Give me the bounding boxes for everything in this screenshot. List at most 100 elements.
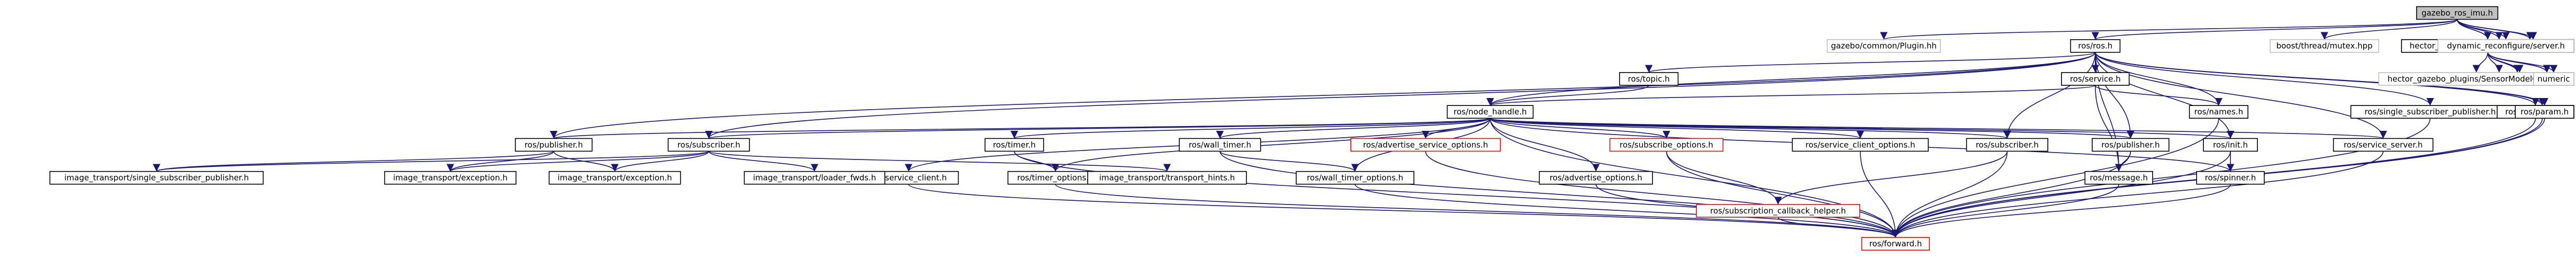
- node-it-exception-1[interactable]: image_transport/exception.h: [384, 171, 517, 185]
- node-ros-init[interactable]: ros/init.h: [2203, 138, 2258, 152]
- edge-hgp_sensor_model-to-sdf_sdf: [2487, 52, 2551, 73]
- node-label: ros/subscribe_options.h: [1620, 140, 1713, 150]
- node-ros-publisher2[interactable]: ros/publisher.h: [2092, 138, 2170, 152]
- node-label: ros/publisher.h: [2101, 140, 2159, 149]
- node-label: numeric: [2537, 74, 2570, 84]
- node-ros-subscribe-options[interactable]: ros/subscribe_options.h: [1609, 138, 1724, 152]
- node-ros-subscription-callback-helper[interactable]: ros/subscription_callback_helper.h: [1696, 204, 1860, 218]
- node-gazebo-ros-imu-h[interactable]: gazebo_ros_imu.h: [2416, 6, 2499, 20]
- edge-ros_node_handle-to-ros_advertise_options: [1489, 118, 1600, 172]
- node-it-single-subscriber-publisher[interactable]: image_transport/single_subscriber_publis…: [49, 171, 264, 185]
- node-label: ros/service.h: [2070, 74, 2121, 84]
- edge-ros_node_handle-to-ros_wall_timer: [1216, 118, 1491, 139]
- node-ros-ros[interactable]: ros/ros.h: [2070, 39, 2121, 53]
- edge-ros_node_handle-to-ros_init: [1489, 118, 2234, 139]
- node-box: [744, 171, 885, 185]
- node-label: ros/publisher.h: [525, 140, 583, 149]
- node-box: [1087, 171, 1247, 185]
- node-box: [2203, 138, 2258, 152]
- node-label: ros/topic.h: [1628, 74, 1670, 84]
- edge-ros_node_handle-to-ros_service_server: [1489, 118, 2387, 139]
- edge-ros_service-to-ros_node_handle: [1487, 85, 2096, 106]
- edge-ros_node_handle-to-ros_forward: [1489, 118, 1900, 238]
- node-label: ros/advertise_service_options.h: [1363, 140, 1488, 150]
- node-it-transport-hints[interactable]: image_transport/transport_hints.h: [1087, 171, 1247, 185]
- edge-ros_single_subscriber_publisher-to-ros_forward: [1892, 118, 2431, 238]
- edge-ros_wall_timer-to-ros_forward: [1219, 151, 1900, 238]
- edge-ros_publisher-to-it_exception_1: [446, 151, 554, 172]
- node-ros-forward[interactable]: ros/forward.h: [1861, 237, 1930, 251]
- node-ros-advertise-service-options[interactable]: ros/advertise_service_options.h: [1350, 138, 1501, 152]
- node-ros-single-subscriber-publisher[interactable]: ros/single_subscriber_publisher.h: [2350, 105, 2510, 119]
- node-label: ros/ros.h: [2078, 41, 2112, 51]
- node-ros-service-client-options[interactable]: ros/service_client_options.h: [1792, 138, 1929, 152]
- node-ros-topic[interactable]: ros/topic.h: [1619, 72, 1679, 86]
- edge-ros_publisher2-to-ros_forward: [1892, 151, 2131, 238]
- node-ros-subscriber[interactable]: ros/subscriber.h: [667, 138, 750, 152]
- node-ros-service[interactable]: ros/service.h: [2061, 72, 2130, 86]
- edge-gazebo_ros_imu_h-to-dynamic_reconfigure_server: [2456, 19, 2510, 40]
- edge-ros_subscribe_options-to-ros_subscription_callback_helper: [1666, 151, 1782, 204]
- node-ros-spinner[interactable]: ros/spinner.h: [2196, 171, 2265, 185]
- node-it-exception-2[interactable]: image_transport/exception.h: [548, 171, 681, 185]
- node-ros-advertise-options[interactable]: ros/advertise_options.h: [1539, 171, 1653, 185]
- edge-ros_timer_options-to-ros_forward: [1055, 184, 1900, 238]
- edge-hgp_sensor_model-to-numeric: [2487, 52, 2558, 73]
- node-label: dynamic_reconfigure/server.h: [2447, 41, 2565, 51]
- node-box: [2515, 105, 2574, 119]
- node-label: gazebo_ros_imu.h: [2421, 8, 2493, 19]
- node-label: ros/wall_timer_options.h: [1307, 173, 1403, 183]
- node-it-loader-fwds[interactable]: image_transport/loader_fwds.h: [744, 171, 885, 185]
- node-ros-subscriber2[interactable]: ros/subscriber.h: [1966, 138, 2048, 152]
- node-box: [1296, 171, 1415, 185]
- node-box: [1619, 72, 1679, 86]
- node-label: ros/timer.h: [993, 140, 1036, 149]
- node-box: [2416, 6, 2499, 20]
- node-ros-names[interactable]: ros/names.h: [2189, 105, 2249, 119]
- node-box: [2070, 39, 2121, 53]
- edge-ros_subscriber-to-it_loader_fwds: [708, 151, 819, 172]
- node-label: ros/names.h: [2194, 107, 2244, 117]
- edge-ros_node_handle-to-ros_subscriber2: [1489, 118, 2011, 139]
- node-label: ros/subscriber.h: [1976, 140, 2039, 149]
- edge-ros_spinner-to-ros_forward: [1892, 184, 2231, 238]
- edge-ros_ros-to-ros_names: [2095, 52, 2223, 106]
- edge-gazebo_ros_imu_h-to-ros_ros: [2092, 19, 2458, 40]
- node-label: ros/advertise_options.h: [1550, 173, 1642, 183]
- node-box: [2189, 105, 2249, 119]
- node-label: ros/node_handle.h: [1453, 107, 1526, 117]
- edge-ros_ros-to-ros_topic: [1645, 51, 2096, 73]
- node-ros-node-handle[interactable]: ros/node_handle.h: [1447, 105, 1534, 119]
- node-ros-wall-timer[interactable]: ros/wall_timer.h: [1179, 138, 1261, 152]
- edge-ros_node_handle-to-ros_publisher2: [1489, 118, 2134, 139]
- edge-ros_service_client_options-to-ros_forward: [1860, 151, 1900, 238]
- node-box: [2270, 39, 2380, 53]
- node-box: [2350, 105, 2510, 119]
- node-numeric: numeric: [2533, 72, 2574, 86]
- node-ros-publisher[interactable]: ros/publisher.h: [514, 138, 593, 152]
- edge-ros_subscriber-to-it_exception_1: [446, 150, 709, 172]
- node-label: hector_gazebo_plugins/SensorModelConfig.…: [2388, 74, 2565, 84]
- nodes-layer: gazebo_ros_imu.h gazebo/common/Plugin.hh r…: [49, 6, 2574, 251]
- edge-ros_service-to-ros_message: [2095, 85, 2123, 172]
- node-gazebo-common-plugin: gazebo/common/Plugin.hh: [1827, 39, 1941, 53]
- node-ros-message[interactable]: ros/message.h: [2084, 171, 2153, 185]
- node-dynamic-reconfigure-server: dynamic_reconfigure/server.h: [2437, 39, 2574, 53]
- node-ros-wall-timer-options[interactable]: ros/wall_timer_options.h: [1296, 171, 1415, 185]
- edge-ros_ros-to-ros_publisher2: [2095, 52, 2135, 139]
- node-box: [1827, 39, 1941, 53]
- node-ros-timer[interactable]: ros/timer.h: [984, 138, 1044, 152]
- node-label: image_transport/single_subscriber_publis…: [64, 173, 249, 183]
- edge-ros_ros-to-ros_param: [2095, 52, 2548, 106]
- node-box: [548, 171, 681, 185]
- node-label: ros/service_client.h: [870, 173, 947, 183]
- edge-ros_node_handle-to-ros_timer: [1010, 118, 1491, 139]
- node-ros-param[interactable]: ros/param.h: [2515, 105, 2574, 119]
- node-box: [2092, 138, 2170, 152]
- edge-gazebo_ros_imu_h-to-std_srvs_empty: [2456, 19, 2537, 40]
- node-label: ros/wall_timer.h: [1189, 140, 1251, 150]
- node-label: ros/timer_options.h: [1017, 173, 1094, 183]
- node-label: image_transport/transport_hints.h: [1099, 173, 1235, 183]
- node-ros-service-server[interactable]: ros/service_server.h: [2333, 138, 2434, 152]
